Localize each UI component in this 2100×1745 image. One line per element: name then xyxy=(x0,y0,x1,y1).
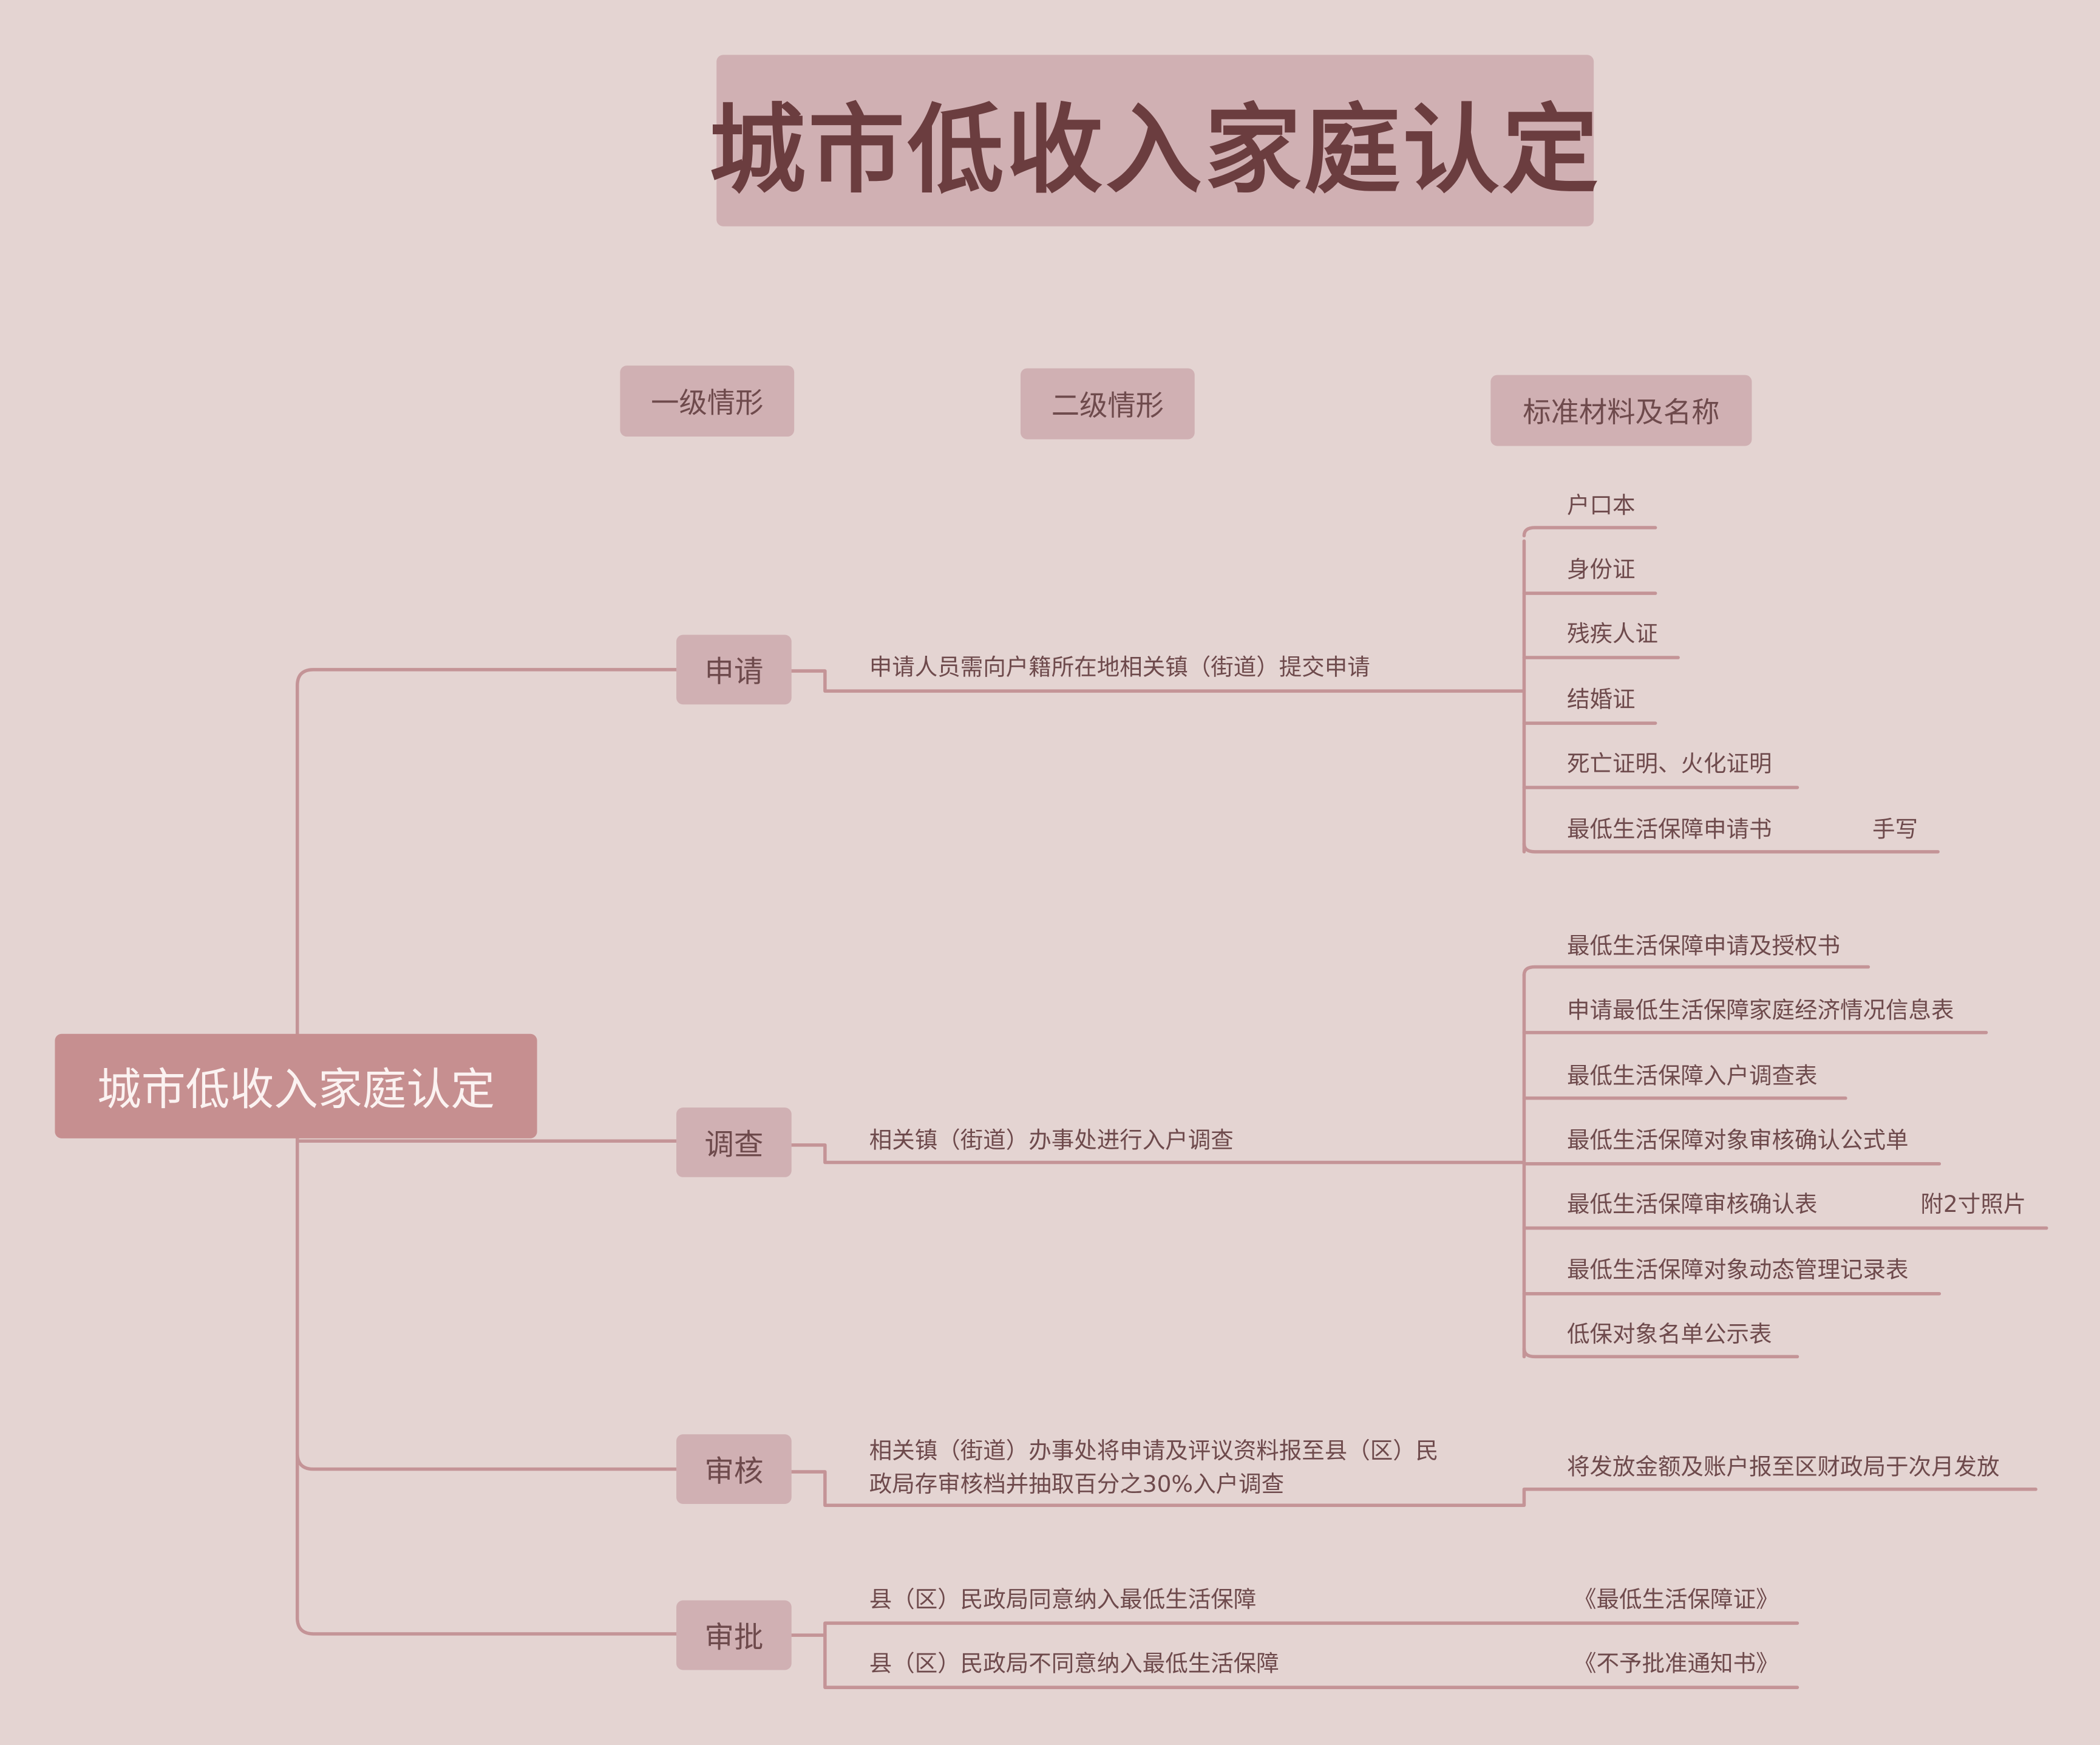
review-step-line2: 政局存审核档并抽取百分之30%入户调查 xyxy=(869,1472,1285,1499)
survey-step: 相关镇（街道）办事处进行入户调查 xyxy=(869,1128,1234,1155)
material-item: 最低生活保障申请书 xyxy=(1567,817,1772,844)
root-node[interactable]: 城市低收入家庭认定 xyxy=(55,1033,537,1138)
material-item: 最低生活保障入户调查表 xyxy=(1567,1063,1818,1090)
approve-step-yes: 县（区）民政局同意纳入最低生活保障 xyxy=(869,1587,1257,1614)
root-trunk xyxy=(295,668,678,1036)
root-trunk-lower xyxy=(295,1137,678,1636)
material-item: 最低生活保障对象审核确认公式单 xyxy=(1567,1128,1909,1155)
material-item: 结婚证 xyxy=(1567,687,1636,714)
review-material: 将发放金额及账户报至区财政局于次月发放 xyxy=(1567,1454,2000,1481)
page-title: 城市低收入家庭认定 xyxy=(709,55,1599,226)
approve-result-no: 《不予批准通知书》 xyxy=(1574,1651,1779,1678)
apply-step: 申请人员需向户籍所在地相关镇（街道）提交申请 xyxy=(869,655,1370,682)
connector-approve-step1 xyxy=(789,1621,1799,1637)
material-item: 最低生活保障申请及授权书 xyxy=(1567,933,1841,961)
header-level1: 一级情形 xyxy=(620,366,795,437)
material-item: 低保对象名单公示表 xyxy=(1567,1322,1772,1349)
connector-approve-step2 xyxy=(823,1633,1799,1689)
material-item: 残疾人证 xyxy=(1567,621,1659,648)
connector-review xyxy=(295,1451,678,1471)
material-item: 身份证 xyxy=(1567,557,1636,584)
node-survey[interactable]: 调查 xyxy=(676,1107,792,1177)
material-item: 最低生活保障审核确认表 xyxy=(1567,1192,1818,1219)
review-step-line1: 相关镇（街道）办事处将申请及评议资料报至县（区）民 xyxy=(869,1438,1439,1466)
material-item: 最低生活保障对象动态管理记录表 xyxy=(1567,1257,1909,1285)
connector-apply-step xyxy=(789,669,1526,693)
approve-result-yes: 《最低生活保障证》 xyxy=(1574,1587,1779,1614)
material-note: 附2寸照片 xyxy=(1920,1192,2027,1219)
node-apply[interactable]: 申请 xyxy=(676,634,792,705)
material-item: 申请最低生活保障家庭经济情况信息表 xyxy=(1567,998,1954,1025)
material-item: 死亡证明、火化证明 xyxy=(1567,751,1772,778)
header-level2: 二级情形 xyxy=(1020,368,1195,440)
connector-survey-step xyxy=(789,1143,1526,1165)
material-note: 手写 xyxy=(1872,817,1918,844)
node-approve[interactable]: 审批 xyxy=(676,1600,792,1670)
node-review[interactable]: 审核 xyxy=(676,1434,792,1505)
approve-step-no: 县（区）民政局不同意纳入最低生活保障 xyxy=(869,1651,1279,1678)
header-materials: 标准材料及名称 xyxy=(1490,375,1752,446)
material-item: 户口本 xyxy=(1567,492,1636,520)
connector-review-step xyxy=(789,1470,2037,1507)
